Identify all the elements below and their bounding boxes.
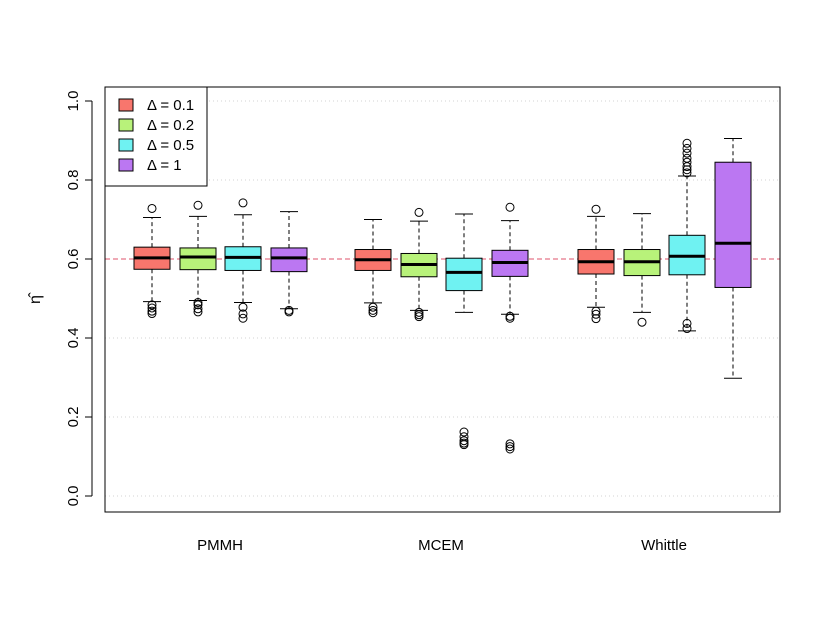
outlier-point bbox=[238, 198, 248, 208]
box-0-2 bbox=[224, 198, 262, 323]
outlier-point bbox=[505, 202, 515, 212]
outlier-point bbox=[682, 162, 692, 172]
outlier-point bbox=[682, 165, 692, 175]
outlier-point bbox=[505, 439, 515, 449]
box-2-0 bbox=[577, 204, 615, 324]
outlier-point bbox=[682, 138, 692, 148]
plot-frame bbox=[104, 86, 781, 513]
legend-label: Δ = 0.5 bbox=[147, 137, 194, 154]
box-groups bbox=[133, 138, 752, 454]
outlier-point bbox=[238, 302, 248, 312]
outlier-point bbox=[591, 309, 601, 319]
box-0-3 bbox=[270, 211, 308, 317]
outlier-point bbox=[505, 442, 515, 452]
outlier-point bbox=[414, 307, 424, 317]
outlier-point bbox=[682, 324, 692, 334]
box-2-1 bbox=[623, 213, 661, 327]
box-2-2 bbox=[668, 138, 706, 334]
legend-label: Δ = 1 bbox=[147, 157, 182, 174]
box-iqr bbox=[445, 257, 483, 292]
box-0-0 bbox=[133, 203, 171, 319]
outlier-point bbox=[147, 309, 157, 319]
x-category-label: Whittle bbox=[641, 537, 687, 554]
legend-swatch bbox=[118, 158, 134, 172]
outlier-point bbox=[414, 312, 424, 322]
box-2-3 bbox=[714, 138, 752, 379]
legend: Δ = 0.1 Δ = 0.2 Δ = 0.5 Δ = 1 bbox=[104, 86, 208, 187]
y-tick-label: 1.0 bbox=[65, 91, 82, 112]
legend-label: Δ = 0.2 bbox=[147, 117, 194, 134]
outlier-point bbox=[505, 444, 515, 454]
outlier-point bbox=[414, 207, 424, 217]
y-axis: 0.0 0.2 0.4 0.6 0.8 1.0 bbox=[65, 91, 93, 507]
outlier-point bbox=[459, 427, 469, 437]
box-1-1 bbox=[400, 207, 438, 322]
box-1-3 bbox=[491, 202, 529, 454]
box-1-2 bbox=[445, 213, 483, 450]
outlier-point bbox=[147, 303, 157, 313]
outlier-point bbox=[193, 297, 203, 307]
outlier-point bbox=[368, 308, 378, 318]
outlier-point bbox=[147, 203, 157, 213]
y-tick-label: 0.8 bbox=[65, 170, 82, 191]
box-1-0 bbox=[354, 219, 392, 318]
outlier-point bbox=[591, 314, 601, 324]
outlier-point bbox=[505, 313, 515, 323]
box-0-1 bbox=[179, 200, 217, 317]
legend-swatch bbox=[118, 138, 134, 152]
outlier-point bbox=[193, 304, 203, 314]
outlier-point bbox=[193, 200, 203, 210]
outlier-point bbox=[368, 305, 378, 315]
outlier-point bbox=[682, 148, 692, 158]
outlier-point bbox=[147, 300, 157, 310]
box-iqr bbox=[270, 247, 308, 273]
y-tick-label: 0.2 bbox=[65, 407, 82, 428]
x-category-label: MCEM bbox=[418, 537, 464, 554]
outlier-point bbox=[459, 440, 469, 450]
outlier-point bbox=[682, 318, 692, 328]
outlier-point bbox=[193, 307, 203, 317]
y-axis-label: η̂ bbox=[27, 292, 44, 304]
outlier-point bbox=[591, 204, 601, 214]
legend-swatch bbox=[118, 98, 134, 112]
outlier-point bbox=[193, 300, 203, 310]
outlier-point bbox=[238, 309, 248, 319]
box-iqr bbox=[714, 161, 752, 288]
x-category-label: PMMH bbox=[197, 537, 243, 554]
outlier-point bbox=[637, 317, 647, 327]
legend-label: Δ = 0.1 bbox=[147, 97, 194, 114]
box-iqr bbox=[179, 247, 217, 271]
outlier-point bbox=[147, 306, 157, 316]
y-tick-label: 0.0 bbox=[65, 486, 82, 507]
legend-swatch bbox=[118, 118, 134, 132]
outlier-point bbox=[459, 436, 469, 446]
x-axis: PMMH MCEM Whittle bbox=[197, 537, 687, 554]
outlier-point bbox=[368, 302, 378, 312]
y-tick-label: 0.6 bbox=[65, 249, 82, 270]
y-tick-label: 0.4 bbox=[65, 328, 82, 349]
outlier-point bbox=[682, 143, 692, 153]
outlier-point bbox=[238, 313, 248, 323]
outlier-point bbox=[682, 168, 692, 178]
outlier-point bbox=[284, 307, 294, 317]
